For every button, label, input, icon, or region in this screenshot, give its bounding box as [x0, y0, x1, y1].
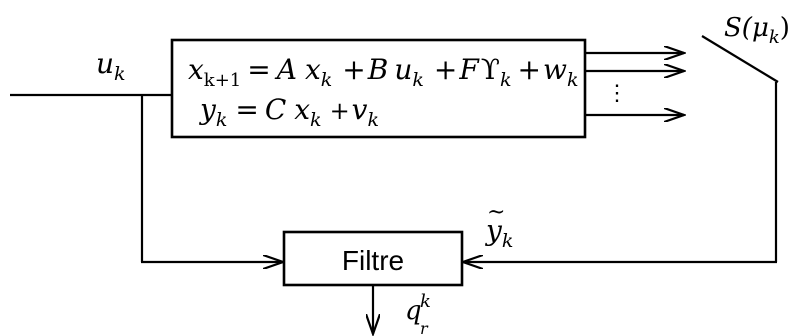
output-ellipsis: ⋮ — [606, 81, 628, 106]
filter-label: Filtre — [342, 245, 404, 276]
filter-box — [282, 230, 464, 287]
switch-lever — [701, 35, 779, 83]
residual-subscript: r — [420, 319, 429, 336]
measured-output-label: yk — [484, 214, 513, 252]
switch-label: S(μk) — [724, 13, 790, 48]
residual-label: q — [405, 296, 422, 326]
residual-superscript: k — [420, 291, 431, 312]
input-label: uk — [96, 47, 126, 85]
system-box — [170, 38, 587, 139]
measured-output-accent: ~ — [487, 200, 505, 225]
